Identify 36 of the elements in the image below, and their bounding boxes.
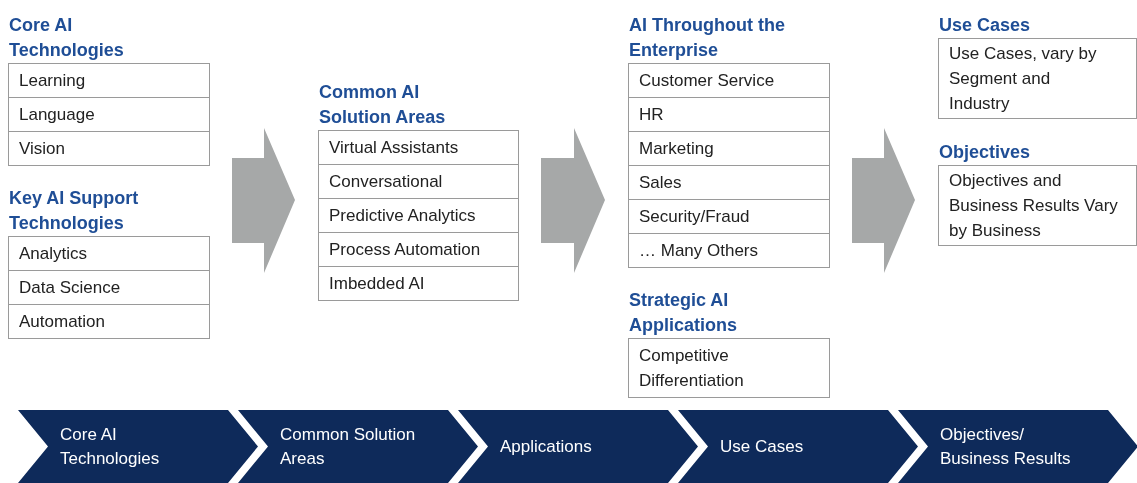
list-item: Vision [9,131,209,165]
chevron-step [898,410,1137,483]
list-item: Virtual Assistants [319,131,518,164]
group-heading: Core AI Technologies [9,14,125,62]
step-label: Common Solution Areas [280,423,417,470]
list-item: Security/Fraud [629,199,829,233]
step-label: Objectives/ Business Results [940,423,1072,470]
list-item: Conversational [319,164,518,198]
block-arrow [541,128,605,273]
list-item: Sales [629,165,829,199]
list-item: Predictive Analytics [319,198,518,232]
group-heading: Common AI Solution Areas [319,81,447,129]
step-label: Core AI Technologies [60,423,161,470]
list-item: Analytics [9,237,209,270]
group-heading: Objectives [939,141,1032,164]
block-arrow [232,128,295,273]
list-item: Customer Service [629,64,829,97]
step-label: Applications [500,435,592,458]
list-item: Process Automation [319,232,518,266]
list-item: Language [9,97,209,131]
group-heading: Strategic AI Applications [629,289,738,337]
list-item: … Many Others [629,233,829,267]
list-item: Competitive Differentiation [629,339,829,397]
list-item: Data Science [9,270,209,304]
group-heading: Use Cases [939,14,1032,37]
step-label: Use Cases [720,435,804,458]
list-item: Marketing [629,131,829,165]
list-item: Imbedded AI [319,266,518,300]
body-text: Use Cases, vary by Segment and Industry [949,43,1098,115]
block-arrow [852,128,915,273]
group-heading: AI Throughout the Enterprise [629,14,786,62]
list-item: Automation [9,304,209,338]
body-text: Objectives and Business Results Vary by Business [949,170,1119,242]
group-heading: Key AI Support Technologies [9,187,140,235]
list-item: Learning [9,64,209,97]
list-item: HR [629,97,829,131]
